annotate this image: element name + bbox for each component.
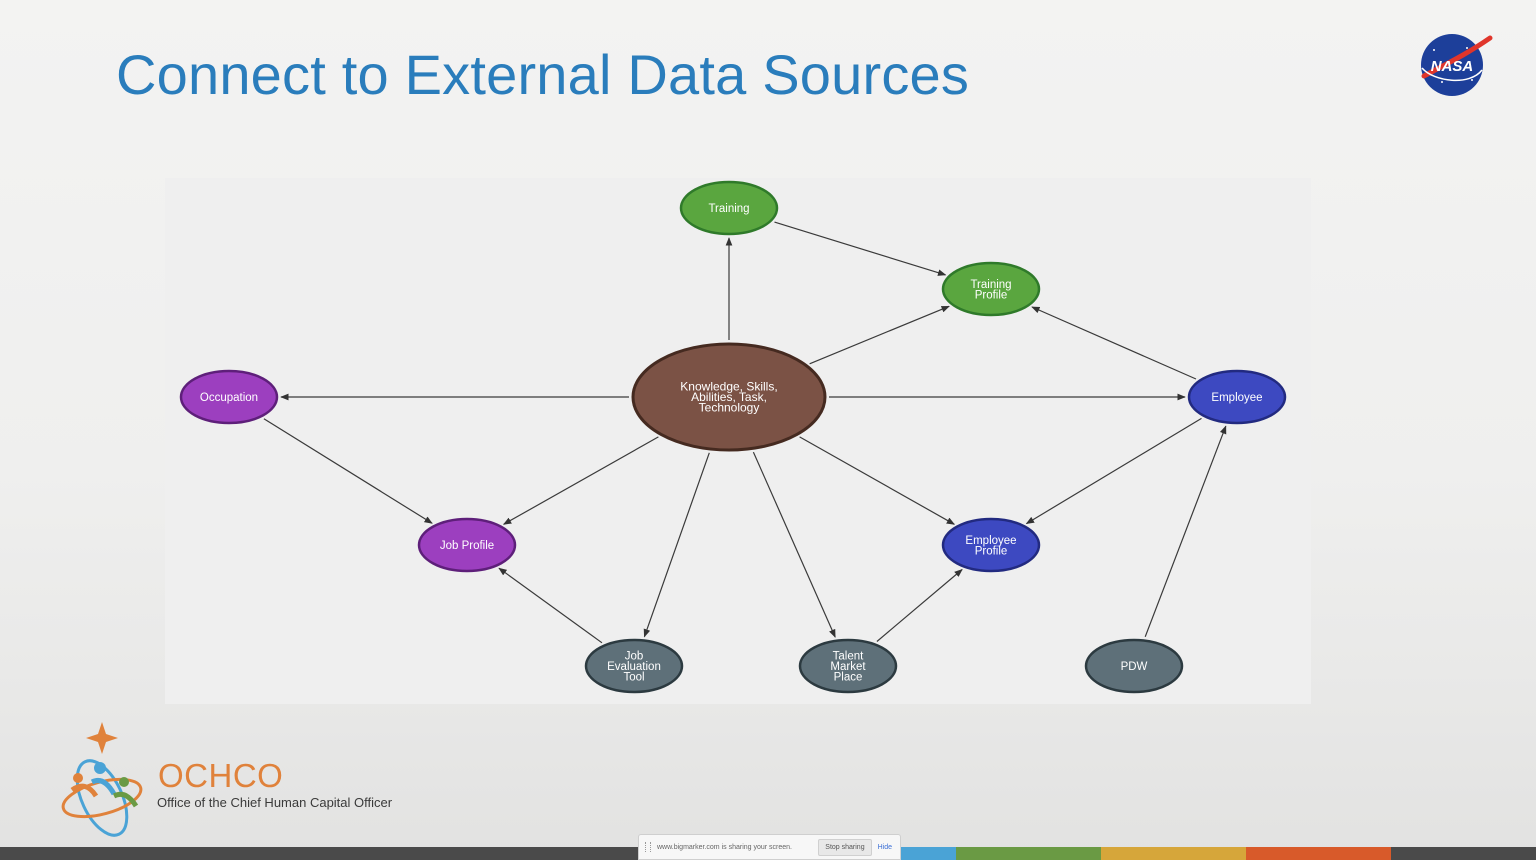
node-employee-profile-shape (941, 517, 1041, 573)
node-label-line: PDW (1121, 661, 1148, 673)
node-pdw-label: PDW (1121, 661, 1148, 673)
node-training: Training (679, 180, 779, 236)
drag-grip-icon[interactable] (645, 842, 651, 852)
node-employee: Employee (1187, 369, 1287, 425)
edge-occupation-to-job-profile (263, 418, 433, 524)
ochco-logo (61, 722, 143, 837)
node-ksa-label: Knowledge, Skills,Abilities, Task,Techno… (680, 380, 777, 415)
nasa-logo: NASA (1421, 34, 1493, 96)
node-occupation-shape (179, 369, 279, 425)
node-occupation-label: Occupation (200, 392, 258, 404)
nasa-logo-text: NASA (1431, 58, 1474, 75)
node-label-line: Job Profile (440, 540, 494, 552)
node-label-line: Training (970, 279, 1011, 291)
edge-ksa-to-job-evaluation-tool (643, 452, 710, 638)
edge-ksa-to-job-profile (502, 436, 659, 525)
node-job-profile-shape (417, 517, 517, 573)
node-job-profile: Job Profile (417, 517, 517, 573)
color-bar-segment (1101, 847, 1246, 860)
ochco-full-name: Office of the Chief Human Capital Office… (157, 795, 393, 810)
edge-ksa-to-training-profile (809, 305, 950, 365)
edge-pdw-to-employee (1144, 425, 1227, 638)
node-pdw-shape (1084, 638, 1184, 694)
screen-share-bar: www.bigmarker.com is sharing your screen… (638, 834, 901, 860)
node-label-line: Talent (833, 651, 864, 663)
node-label-line: Occupation (200, 392, 258, 404)
node-label-line: Abilities, Task, (691, 390, 767, 404)
node-label-line: Job (625, 651, 644, 663)
color-bar-segment (900, 847, 956, 860)
hide-button[interactable]: Hide (877, 843, 892, 851)
node-label-line: Evaluation (607, 661, 661, 673)
color-bar-segment (956, 847, 1101, 860)
diagram-edges (263, 221, 1227, 644)
node-label-line: Technology (699, 401, 760, 415)
edge-employee-to-employee-profile (1025, 417, 1202, 525)
edge-talent-market-place-to-employee-profile (876, 568, 963, 642)
node-label-line: Employee (1211, 392, 1262, 404)
slide-title: Connect to External Data Sources (116, 43, 970, 106)
ochco-acronym: OCHCO (158, 757, 284, 794)
node-training-profile-shape (941, 261, 1041, 317)
node-label-line: Tool (623, 672, 644, 684)
node-label-line: Place (834, 672, 863, 684)
node-label-line: Profile (975, 289, 1008, 301)
node-label-line: Knowledge, Skills, (680, 380, 777, 394)
edge-ksa-to-employee-profile (799, 436, 956, 525)
node-occupation: Occupation (179, 369, 279, 425)
edge-job-evaluation-tool-to-job-profile (498, 567, 603, 644)
node-pdw: PDW (1084, 638, 1184, 694)
edge-ksa-to-talent-market-place (752, 451, 836, 638)
color-bar-segment (1391, 847, 1536, 860)
node-label-line: Employee (965, 535, 1016, 547)
node-employee-shape (1187, 369, 1287, 425)
node-employee-label: Employee (1211, 392, 1262, 404)
node-training-shape (679, 180, 779, 236)
node-job-profile-label: Job Profile (440, 540, 494, 552)
node-ksa-shape (631, 342, 827, 452)
node-ksa: Knowledge, Skills,Abilities, Task,Techno… (631, 342, 827, 452)
node-talent-market-place-shape (798, 638, 898, 694)
color-bar-segment (1246, 847, 1391, 860)
share-message: www.bigmarker.com is sharing your screen… (657, 843, 792, 851)
stop-sharing-button[interactable]: Stop sharing (818, 838, 872, 856)
node-label-line: Market (830, 661, 866, 673)
node-job-evaluation-tool-shape (584, 638, 684, 694)
node-label-line: Profile (975, 545, 1008, 557)
node-training-label: Training (708, 203, 749, 215)
node-label-line: Training (708, 203, 749, 215)
edge-employee-to-training-profile (1031, 306, 1197, 380)
edge-training-to-training-profile (774, 221, 947, 276)
